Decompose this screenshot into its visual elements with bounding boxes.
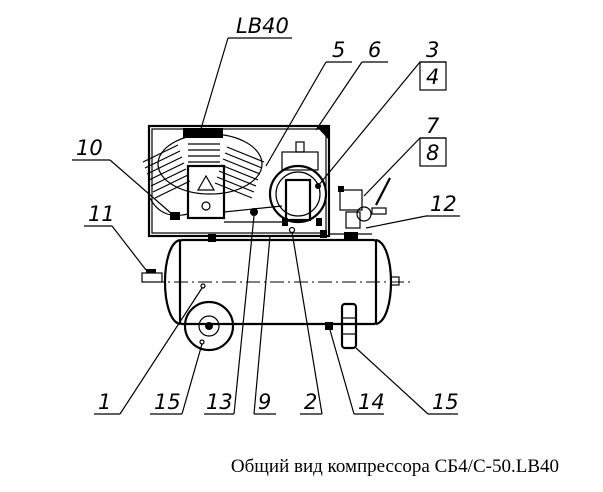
figure-caption: Общий вид компрессора СБ4/С-50.LB40 [230, 456, 559, 477]
wheel [183, 300, 235, 352]
callout-14: 14 [358, 390, 385, 414]
callout-4: 4 [426, 65, 439, 89]
callout-5: 5 [332, 38, 345, 62]
pressure-switch [330, 177, 391, 240]
callout-6: 6 [368, 38, 381, 62]
frame-cover [147, 124, 331, 238]
callout-13: 13 [206, 390, 233, 414]
compressor-head [142, 128, 265, 220]
callout-1: 1 [98, 390, 111, 414]
callout-2: 2 [304, 390, 317, 414]
callout-15-right: 15 [432, 390, 459, 414]
callout-11: 11 [88, 202, 115, 226]
motor-pulley [208, 141, 328, 242]
callout-12: 12 [430, 192, 457, 216]
callout-3: 3 [426, 38, 439, 62]
receiver-tank [141, 238, 410, 326]
callout-lb40: LB40 [236, 14, 289, 38]
callout-15-left: 15 [154, 390, 181, 414]
callout-9: 9 [258, 390, 271, 414]
callout-10: 10 [76, 136, 103, 160]
support-foot [325, 302, 358, 350]
callout-labels: LB40 5 6 3 4 7 8 10 11 12 1 15 13 9 2 14… [76, 14, 459, 414]
callout-8: 8 [426, 141, 439, 165]
leader-lines [72, 37, 460, 415]
callout-7: 7 [426, 114, 440, 138]
